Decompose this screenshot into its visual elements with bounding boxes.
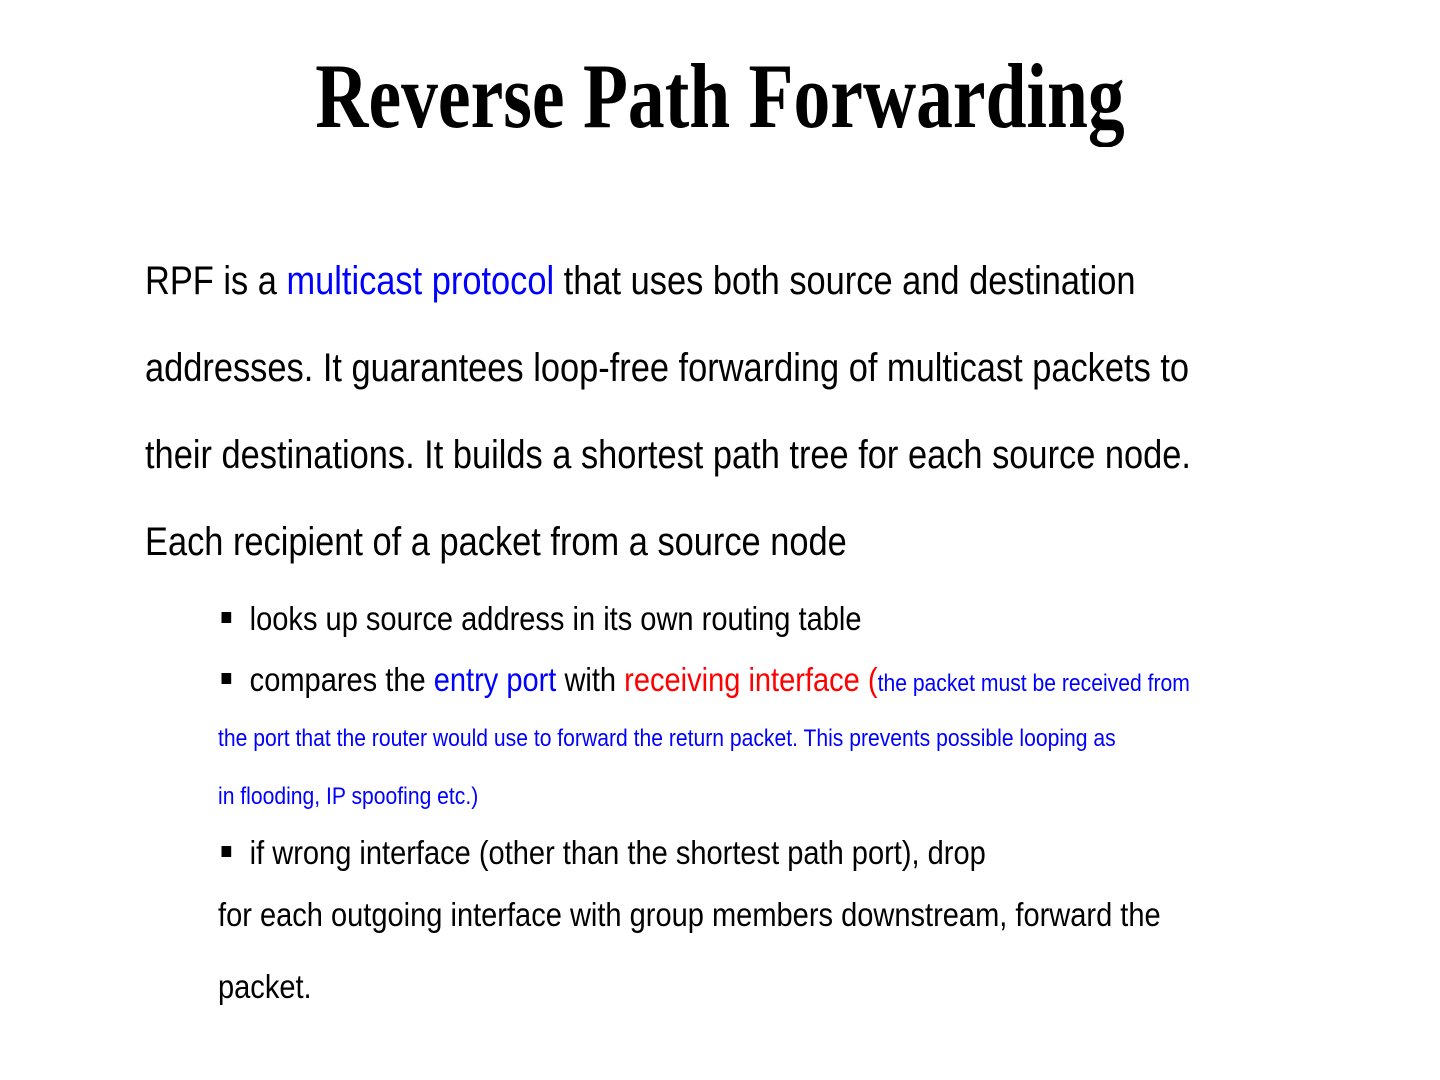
- list-item: compares the entry port with receiving i…: [218, 653, 1256, 710]
- square-bullet-icon: [221, 673, 232, 684]
- paren-open: (: [867, 661, 878, 698]
- list-item-label: if wrong interface (other than the short…: [249, 834, 986, 871]
- paragraph-line-4: Each recipient of a packet from a source…: [145, 520, 847, 564]
- paragraph-line-1: RPF is a multicast protocol that uses bo…: [145, 238, 1203, 325]
- note-text-continuation: the port that the router would use to fo…: [218, 725, 1116, 752]
- list-item-label-mid: with: [556, 661, 625, 698]
- multicast-protocol-link[interactable]: multicast protocol: [286, 259, 555, 303]
- note-text-first-line: the packet must be received from: [877, 670, 1190, 697]
- body-paragraph: RPF is a multicast protocol that uses bo…: [145, 238, 1375, 586]
- square-bullet-icon: [221, 846, 232, 857]
- closing-line: packet.: [218, 968, 312, 1005]
- list-item: looks up source address in its own routi…: [218, 592, 1256, 645]
- paragraph-line-2: addresses. It guarantees loop-free forwa…: [145, 346, 1190, 390]
- bullet-list: looks up source address in its own routi…: [218, 592, 1398, 1023]
- closing-line: for each outgoing interface with group m…: [218, 896, 1161, 933]
- list-item-label-prefix: compares the: [249, 661, 434, 698]
- entry-port-term[interactable]: entry port: [433, 661, 557, 698]
- page-title: Reverse Path Forwarding: [315, 45, 1125, 147]
- list-item-label: looks up source address in its own routi…: [249, 600, 862, 637]
- paragraph-line-3: their destinations. It builds a shortest…: [145, 433, 1192, 477]
- receiving-interface-term[interactable]: receiving interface: [624, 661, 868, 698]
- square-bullet-icon: [221, 612, 232, 623]
- paragraph-line-1-prefix: RPF is a: [145, 259, 287, 303]
- list-item: if wrong interface (other than the short…: [218, 826, 1256, 879]
- paragraph-line-1-suffix: that uses both source and destination: [554, 259, 1136, 303]
- note-text-continuation: in flooding, IP spoofing etc.): [218, 783, 479, 810]
